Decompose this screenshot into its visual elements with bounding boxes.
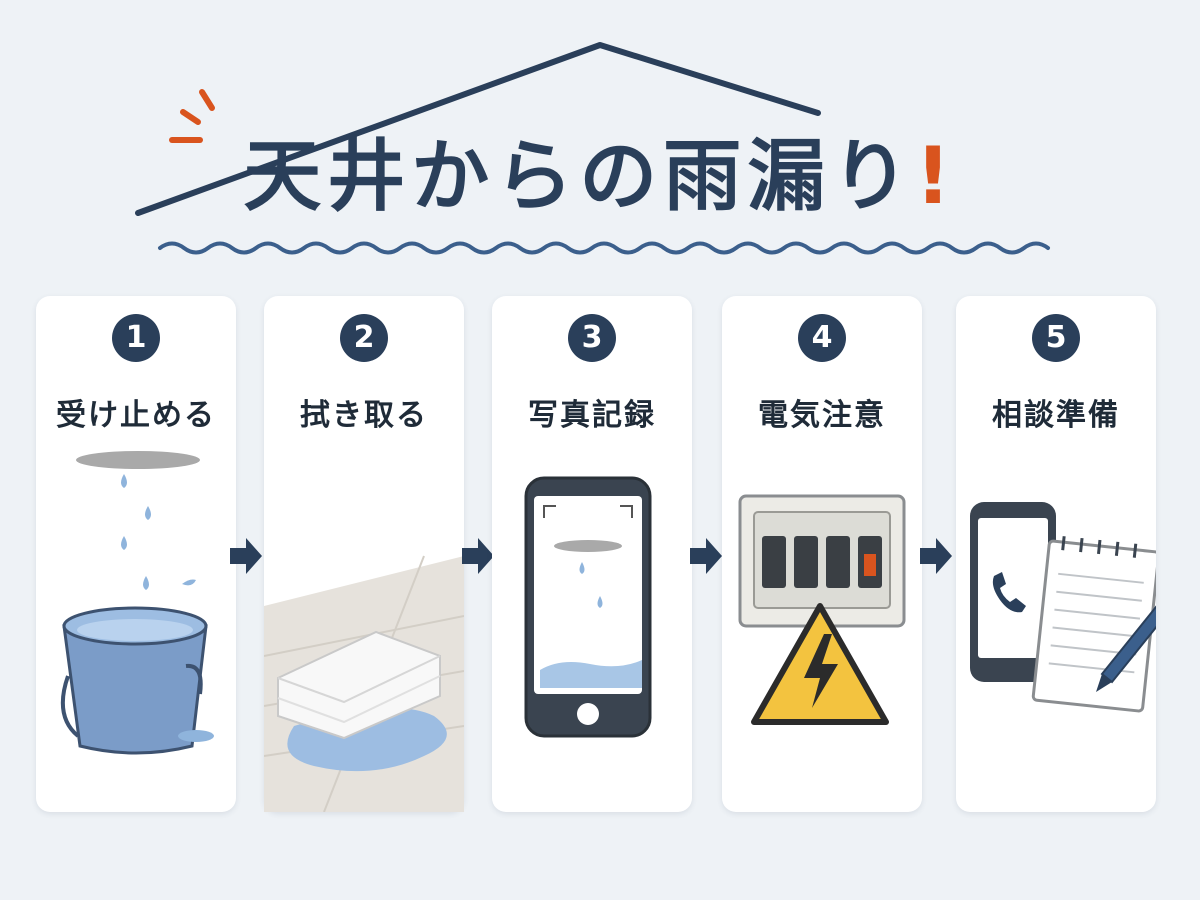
- step-label-3: 写真記録: [528, 398, 656, 433]
- pen-icon: [1096, 605, 1156, 692]
- step-card-3: 3 写真記録: [492, 296, 692, 812]
- step-number-3: 3: [568, 314, 616, 362]
- arrow-right-icon: [460, 536, 496, 576]
- page-title: 天井からの雨漏り!: [0, 138, 1200, 216]
- step-number-2: 2: [340, 314, 388, 362]
- exclamation-mark: !: [915, 132, 957, 222]
- step-card-1: 1 受け止める: [36, 296, 236, 812]
- towel-icon: [264, 555, 464, 812]
- step-label-5: 相談準備: [992, 398, 1120, 433]
- bucket-icon: [60, 451, 214, 755]
- phone-notepad-icon: [970, 502, 1156, 713]
- step-card-4: 4 電気注意: [722, 296, 922, 812]
- step-card-5: 5 相談準備: [956, 296, 1156, 812]
- step-number-4: 4: [798, 314, 846, 362]
- step-card-2: 2 拭き取る: [264, 296, 464, 812]
- roof-wave-decoration: [135, 42, 1050, 255]
- step-label-4: 電気注意: [758, 398, 886, 433]
- emphasis-lines-icon: [169, 89, 215, 143]
- step-number-1: 1: [112, 314, 160, 362]
- step-label-2: 拭き取る: [300, 398, 428, 433]
- wave-line: [158, 241, 1050, 255]
- arrow-right-icon: [688, 536, 724, 576]
- notepad: [1031, 536, 1156, 713]
- arrow-right-icon: [228, 536, 264, 576]
- step-label-1: 受け止める: [56, 398, 216, 433]
- step-number-5: 5: [1032, 314, 1080, 362]
- smartphone-camera-icon: [524, 476, 652, 738]
- arrow-right-icon: [918, 536, 954, 576]
- breaker-warning-icon: [738, 494, 906, 725]
- header: 天井からの雨漏り!: [0, 0, 1200, 280]
- title-text: 天井からの雨漏り: [243, 132, 916, 222]
